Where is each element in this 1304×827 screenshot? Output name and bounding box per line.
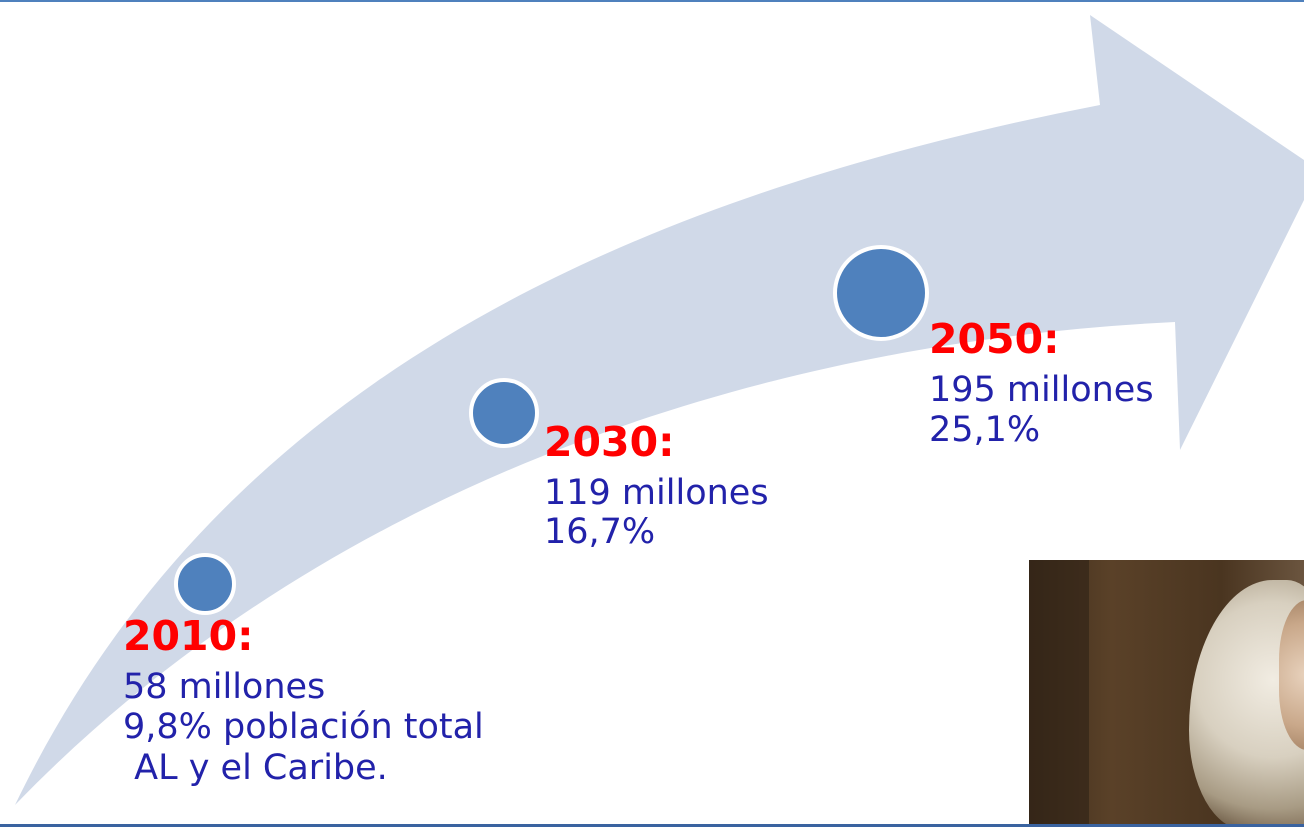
elderly-person-photo bbox=[1029, 560, 1304, 827]
year-2050-label: 2050: bbox=[929, 315, 1060, 363]
milestone-2030-line-2: 16,7% bbox=[544, 512, 656, 552]
top-rule bbox=[0, 0, 1304, 2]
bottom-rule bbox=[0, 824, 1304, 827]
milestone-2010-line-1: 58 millones bbox=[123, 667, 326, 707]
milestone-2010-line-2: 9,8% población total bbox=[123, 707, 484, 747]
milestone-2030-line-1: 119 millones bbox=[544, 473, 769, 513]
year-2030-label: 2030: bbox=[544, 418, 675, 466]
milestone-2050-line-1: 195 millones bbox=[929, 370, 1154, 410]
year-2010-label: 2010: bbox=[123, 612, 254, 660]
milestone-2010-line-3: AL y el Caribe. bbox=[123, 748, 388, 788]
milestone-2050-line-2: 25,1% bbox=[929, 410, 1041, 450]
milestone-dot-2010 bbox=[174, 553, 236, 615]
photo-shadow bbox=[1029, 560, 1089, 827]
growth-arrow-shape bbox=[15, 15, 1304, 805]
milestone-dot-2030 bbox=[469, 378, 539, 448]
milestone-dot-2050 bbox=[833, 245, 929, 341]
